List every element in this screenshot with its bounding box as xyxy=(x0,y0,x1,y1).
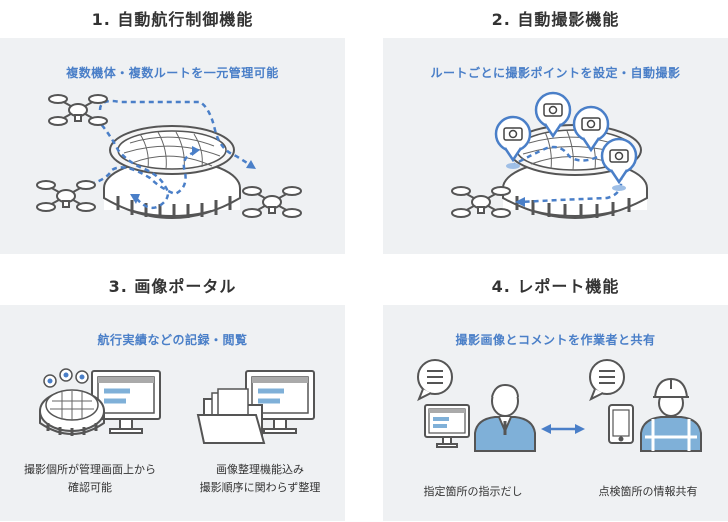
drone-icon xyxy=(36,94,302,218)
speech-bubble-icon xyxy=(589,359,625,402)
panel-1-subtitle: 複数機体・複数ルートを一元管理可能 xyxy=(66,66,279,80)
monitor-icon xyxy=(91,370,161,434)
monitor-icon xyxy=(424,404,470,448)
section-3-heading: 3. 画像ポータル xyxy=(108,277,237,296)
speech-bubble-icon xyxy=(417,359,453,402)
panel-auto-photography: ルートごとに撮影ポイントを設定・自動撮影 xyxy=(383,38,728,254)
drone-icon xyxy=(451,186,511,218)
caption-image-organize: 画像整理機能込み 撮影順序に関わらず整理 xyxy=(199,463,321,494)
panel-2-subtitle: ルートごとに撮影ポイントを設定・自動撮影 xyxy=(430,66,681,80)
panel-3-subtitle: 航行実績などの記録・閲覧 xyxy=(97,333,248,347)
section-2-heading: 2. 自動撮影機能 xyxy=(491,10,620,29)
stadium-with-pins-icon xyxy=(39,368,105,436)
panel-report: 撮影画像とコメントを作業者と共有 xyxy=(383,305,728,521)
caption-info-sharing: 点検箇所の情報共有 xyxy=(598,485,698,498)
tablet-icon xyxy=(608,404,634,444)
portal-illustration xyxy=(39,368,315,444)
folder-icon xyxy=(196,388,266,444)
section-4-heading: 4. レポート機能 xyxy=(491,277,620,296)
panel-image-portal: 航行実績などの記録・閲覧 xyxy=(0,305,345,521)
stadium-icon xyxy=(103,125,241,219)
camera-pin-icon xyxy=(494,91,638,191)
report-illustration xyxy=(417,359,702,452)
field-worker-icon xyxy=(640,377,702,452)
office-worker-icon xyxy=(474,383,536,452)
caption-instructions: 指定箇所の指示だし xyxy=(423,485,523,498)
navigation-illustration xyxy=(36,94,302,219)
photography-illustration xyxy=(451,91,648,219)
bidirectional-arrow xyxy=(541,424,585,434)
caption-shooting-locations: 撮影個所が管理画面上から 確認可能 xyxy=(24,463,156,494)
panel-autonomous-navigation: 複数機体・複数ルートを一元管理可能 xyxy=(0,38,345,254)
panel-4-subtitle: 撮影画像とコメントを作業者と共有 xyxy=(455,333,656,347)
section-1-heading: 1. 自動航行制御機能 xyxy=(91,10,254,29)
